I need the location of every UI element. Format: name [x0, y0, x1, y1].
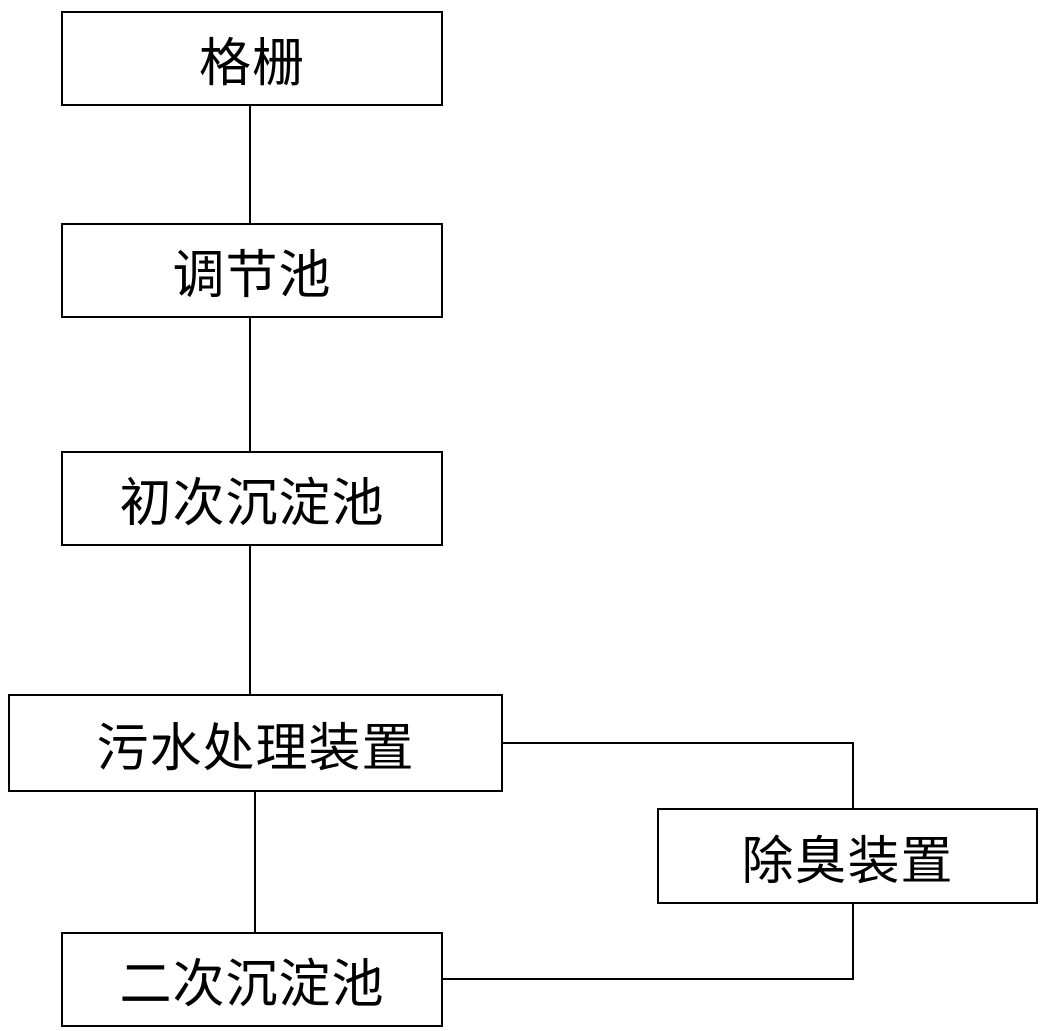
node-sewage-treatment-device: 污水处理装置: [8, 694, 503, 792]
node-deodorization-device-label: 除臭装置: [741, 831, 954, 892]
node-grille-label: 格栅: [198, 34, 305, 94]
node-regulating-tank-label: 调节池: [172, 246, 332, 306]
node-secondary-sedimentation: 二次沉淀池: [61, 932, 443, 1027]
node-primary-sedimentation-label: 初次沉淀池: [119, 474, 385, 534]
node-grille: 格栅: [61, 11, 443, 106]
node-secondary-sedimentation-label: 二次沉淀池: [119, 955, 385, 1015]
node-sewage-treatment-device-label: 污水处理装置: [96, 718, 415, 779]
node-regulating-tank: 调节池: [61, 223, 443, 318]
node-deodorization-device: 除臭装置: [657, 808, 1038, 904]
connector-deodorization-secondary-sedimentation: [443, 904, 854, 980]
node-primary-sedimentation: 初次沉淀池: [61, 451, 443, 546]
connector-treatment-device-deodorization: [503, 742, 854, 808]
